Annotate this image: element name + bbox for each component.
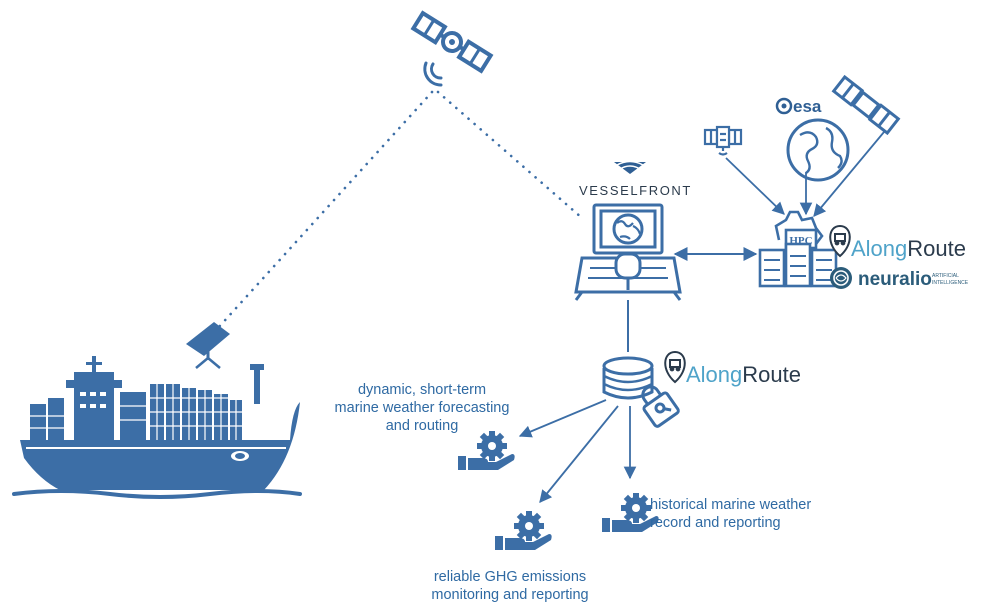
alongroute-logo-lower: AlongRoute: [664, 350, 801, 387]
alongroute-along: Along: [686, 362, 742, 387]
satellite-dish-icon: [186, 322, 230, 369]
neuralio-tagline-2: INTELLIGENCE: [932, 280, 969, 286]
service-historical-label: historical marine weather record and rep…: [650, 496, 850, 532]
service-forecasting-line-1: dynamic, short-term: [357, 382, 487, 398]
svg-text:AlongRoute: AlongRoute: [851, 236, 966, 261]
service-forecasting-label: dynamic, short-term marine weather forec…: [322, 381, 522, 435]
globe-icon: [786, 118, 850, 182]
service-emissions-label: reliable GHG emissions monitoring and re…: [410, 568, 610, 604]
data-feed-arrows: [725, 131, 885, 217]
service-forecasting-line-3: and routing: [385, 418, 459, 434]
satellite-icon: [410, 10, 494, 74]
database-icon: [602, 356, 654, 400]
satellite-link-ship: [216, 90, 434, 330]
vesselfront-label: VESSELFRONT: [579, 183, 692, 198]
lock-icon: [641, 385, 680, 428]
hand-gear-icon: [458, 431, 515, 470]
signal-waves-icon: [423, 61, 443, 87]
neuralio-tagline-1: ARTIFICIAL: [932, 273, 959, 279]
satellite-icon: [703, 125, 743, 156]
service-emissions-line-2: monitoring and reporting: [431, 587, 589, 603]
alongroute-pin-icon: [664, 350, 686, 384]
hpc-label: HPC: [789, 235, 812, 247]
neuralio-logo: neuralio ARTIFICIAL INTELLIGENCE: [830, 267, 969, 290]
vesselfront-logo-icon: [614, 160, 646, 174]
alongroute-pin-icon: [829, 224, 851, 258]
neuralio-label: neuralio: [858, 269, 932, 290]
alongroute-route: Route: [907, 236, 966, 261]
satellite-link-vesselfront: [436, 90, 584, 220]
hand-gear-icon: [495, 511, 552, 550]
container-ship-icon: [12, 356, 302, 499]
alongroute-route: Route: [742, 362, 801, 387]
alongroute-logo: AlongRoute: [829, 224, 966, 261]
computer-workstation-icon: [574, 203, 682, 301]
svg-text:AlongRoute: AlongRoute: [686, 362, 801, 387]
esa-label: esa: [793, 97, 822, 116]
server-cluster-icon: [758, 210, 838, 288]
service-historical-line-1: historical marine weather: [650, 497, 812, 513]
esa-logo: esa: [775, 97, 822, 116]
satellite-icon: [831, 74, 901, 136]
service-historical-line-2: record and reporting: [650, 515, 781, 531]
alongroute-along: Along: [851, 236, 907, 261]
service-forecasting-line-2: marine weather forecasting: [334, 400, 510, 416]
service-arrows: [518, 399, 637, 503]
service-emissions-line-1: reliable GHG emissions: [433, 569, 587, 585]
